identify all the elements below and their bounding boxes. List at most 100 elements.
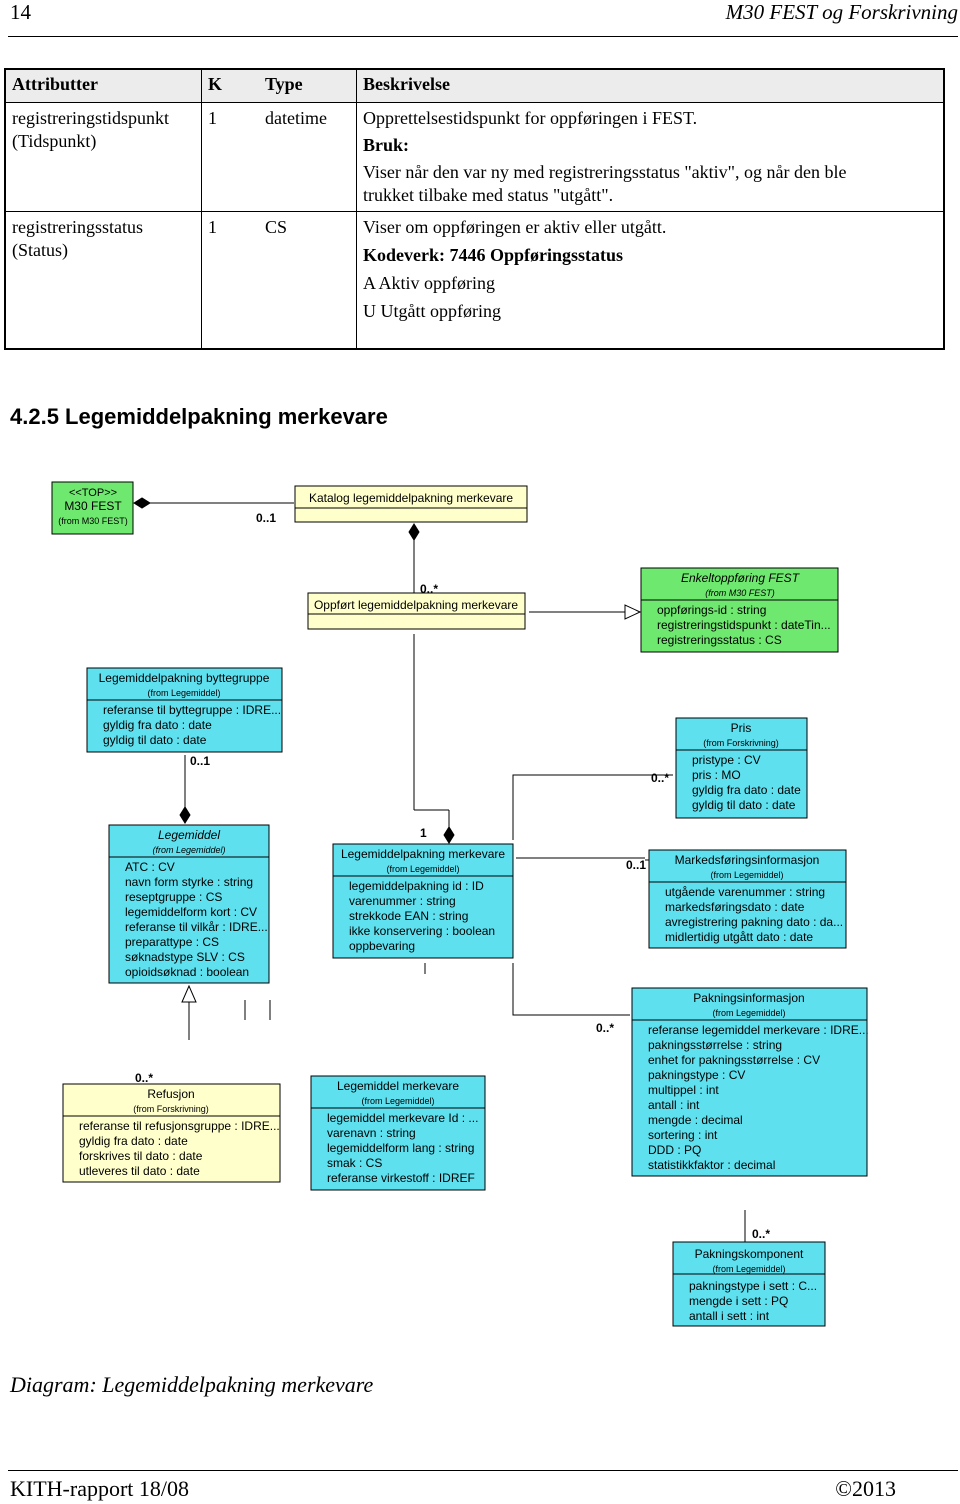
attribute-name: registreringsstatus [12,217,143,237]
class-pris: Pris (from Forskrivning) pristype : CV p… [675,717,808,819]
multiplicity: 0..* [752,1227,770,1241]
class-origin: (from Forskrivning) [133,1104,209,1114]
class-attribute: reseptgruppe : CS [125,890,222,904]
class-attribute: multippel : int [648,1083,719,1097]
class-attribute: registreringsstatus : CS [657,633,782,647]
code-value: U Utgått oppføring [363,301,501,321]
class-legemiddel-merkevare: Legemiddel merkevare (from Legemiddel) l… [310,1075,486,1191]
class-attribute: referanse legemiddel merkevare : IDRE... [648,1023,869,1037]
section-heading: 4.2.5 Legemiddelpakning merkevare [10,404,388,429]
class-name: Legemiddel merkevare [337,1079,459,1093]
class-origin: (from Legemiddel) [361,1096,434,1106]
diagram-caption: Diagram: Legemiddelpakning merkevare [10,1372,374,1397]
class-name: Katalog legemiddelpakning merkevare [309,491,513,505]
description-line: Viser når den var ny med registreringsst… [363,162,847,182]
class-attribute: statistikkfaktor : decimal [648,1158,775,1172]
multiplicity: 0..* [596,1021,614,1035]
cardinality: 1 [208,217,217,237]
class-attribute: mengde i sett : PQ [689,1294,788,1308]
multiplicity: 0..1 [190,754,210,768]
attribute-name: registreringstidspunkt [12,108,169,128]
multiplicity: 0..* [651,771,669,785]
class-origin: (from Forskrivning) [703,738,779,748]
class-attribute: utgående varenummer : string [665,885,825,899]
class-attribute: navn form styrke : string [125,875,253,889]
generalization-arrow [624,604,642,620]
class-name: Legemiddel [158,828,220,842]
class-attribute: antall : int [648,1098,700,1112]
connector-ends [133,497,642,1003]
class-legemiddelpakning-merkevare: Legemiddelpakning merkevare (from Legemi… [332,843,514,959]
class-attribute: pakningstype i sett : C... [689,1279,817,1293]
table-row: registreringsstatus (Status) 1 CS Viser … [4,211,945,349]
class-attribute: avregistrering pakning dato : da... [665,915,843,929]
aggregation-diamond [179,806,191,824]
class-attribute: gyldig til dato : date [692,798,796,812]
class-origin: (from M30 FEST) [58,516,128,526]
class-refusjon: Refusjon (from Forskrivning) referanse t… [62,1083,281,1183]
class-name: Pakningskomponent [695,1247,804,1261]
class-name: Refusjon [147,1087,194,1101]
description-line: Opprettelsestidspunkt for oppføringen i … [363,108,698,128]
multiplicity: 0..* [135,1071,153,1085]
multiplicity: 0..1 [626,858,646,872]
class-top: <<TOP>> M30 FEST (from M30 FEST) [51,481,134,535]
class-pakningskomponent: Pakningskomponent (from Legemiddel) pakn… [672,1241,826,1327]
class-name: Enkeltoppføring FEST [681,571,801,585]
class-attribute: enhet for pakningsstørrelse : CV [648,1053,820,1067]
class-attribute: pakningstype : CV [648,1068,745,1082]
document-title: M30 FEST og Forskrivning [725,0,958,24]
class-attribute: legemiddel merkevare Id : ... [327,1111,478,1125]
column-header: K [201,69,259,103]
class-attribute: gyldig til dato : date [103,733,207,747]
class-attribute: strekkode EAN : string [349,909,468,923]
class-attribute: mengde : decimal [648,1113,743,1127]
attribute-alias: (Status) [12,240,68,260]
class-name: Oppført legemiddelpakning merkevare [314,598,518,612]
class-origin: (from Legemiddel) [152,845,225,855]
class-attribute: søknadstype SLV : CS [125,950,245,964]
footer-divider [8,1470,958,1471]
usage-label: Bruk: [363,135,410,155]
class-legemiddel: Legemiddel (from Legemiddel) ATC : CV na… [108,824,270,984]
column-header: Type [259,69,357,103]
class-name: Pris [731,721,752,735]
multiplicity: 1 [420,826,427,840]
footer-report-id: KITH-rapport 18/08 [10,1476,190,1501]
footer-copyright: ©2013 [835,1476,896,1501]
generalization-arrow [181,984,197,1003]
table-header-row: Attributter K Type Beskrivelse [4,69,945,103]
class-name: Legemiddelpakning merkevare [341,847,505,861]
class-enkeltoppforing: Enkeltoppføring FEST (from M30 FEST) opp… [640,567,839,653]
page-number: 14 [10,0,31,24]
class-attribute: legemiddelpakning id : ID [349,879,484,893]
class-attribute: gyldig fra dato : date [103,718,212,732]
aggregation-diamond [408,523,420,541]
attribute-table: Attributter K Type Beskrivelse registrer… [4,68,945,350]
class-attribute: sortering : int [648,1128,718,1142]
header-divider [8,36,958,37]
class-oppfort: Oppført legemiddelpakning merkevare [307,592,526,630]
class-name: Pakningsinformasjon [693,991,804,1005]
class-attribute: smak : CS [327,1156,382,1170]
class-attribute: preparattype : CS [125,935,219,949]
class-attribute: varenummer : string [349,894,456,908]
class-name: M30 FEST [64,499,122,513]
class-attribute: pristype : CV [692,753,761,767]
class-attribute: markedsføringsdato : date [665,900,805,914]
class-attribute: forskrives til dato : date [79,1149,203,1163]
type: datetime [259,102,357,212]
class-attribute: gyldig fra dato : date [692,783,801,797]
description-line: Viser om oppføringen er aktiv eller utgå… [363,217,667,237]
class-attribute: ATC : CV [125,860,175,874]
class-attribute: utleveres til dato : date [79,1164,200,1178]
attribute-alias: (Tidspunkt) [12,131,97,151]
class-stereotype: <<TOP>> [69,487,117,499]
class-markedsforingsinformasjon: Markedsføringsinformasjon (from Legemidd… [648,849,847,949]
class-name: Legemiddelpakning byttegruppe [99,671,270,685]
column-header: Attributter [4,69,202,103]
class-pakningsinformasjon: Pakningsinformasjon (from Legemiddel) re… [631,987,869,1177]
class-attribute: legemiddelform lang : string [327,1141,474,1155]
type: CS [265,217,288,237]
class-origin: (from Legemiddel) [712,1264,785,1274]
